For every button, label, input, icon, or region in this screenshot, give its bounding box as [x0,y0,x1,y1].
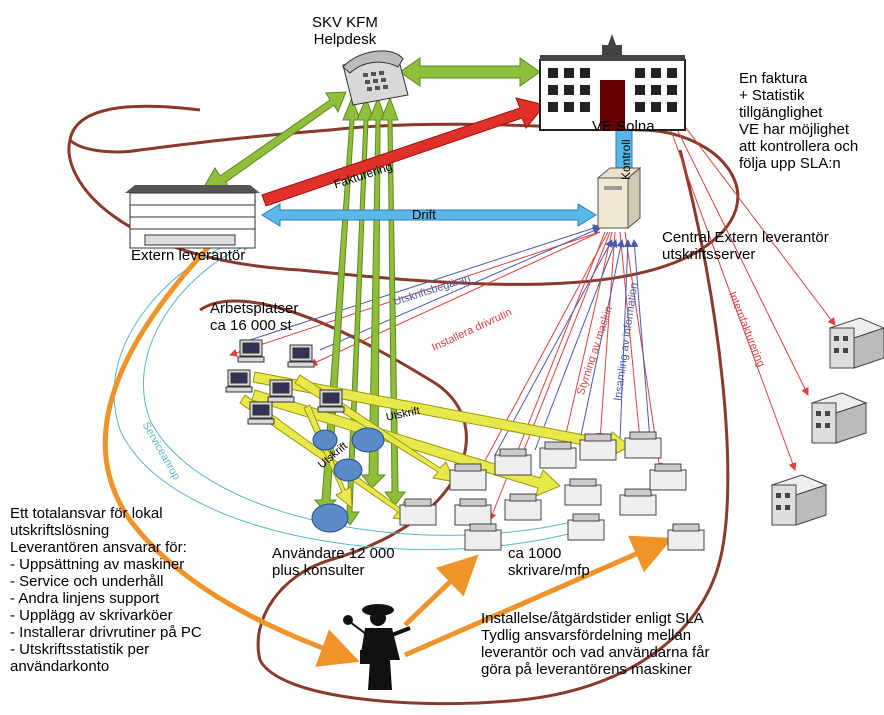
computer-icons [225,339,345,425]
skrivare-label: ca 1000 skrivare/mfp [508,545,590,579]
drift-arrow [261,203,597,227]
sla-note: Installelse/åtgärdstider enligt SLA Tydl… [481,610,710,678]
printer-icon [399,498,437,526]
user-cloud-icons [311,427,385,533]
computer-icon [225,369,253,393]
user-cloud-icon [311,503,349,533]
serviceanrop-lines [113,238,601,551]
printer-icon [579,433,617,461]
government-building-icon [539,34,686,131]
faktura-note: En faktura + Statistik tillgänglighet VE… [739,70,859,172]
server-label: Central Extern leverantör utskriftsserve… [662,229,829,263]
fakturering-arrow [261,97,546,207]
office-building-icon [125,185,260,249]
info-lines [249,224,651,456]
telephone-icon [342,50,409,106]
helpdesk-label: SKV KFM Helpdesk [312,14,378,48]
printer-icons [399,431,705,551]
printer-icon [449,463,487,491]
computer-icon [247,401,275,425]
printer-icon [494,448,532,476]
printer-icon [649,463,687,491]
printer-icon [464,523,502,551]
warehouse-icon-2 [810,392,868,444]
computer-icon [267,379,295,403]
computer-icon [237,339,265,363]
extern-label: Extern leverantör [131,247,246,264]
kontroll-label: Kontroll [619,139,633,180]
printer-icon [567,513,605,541]
boundary-curve-lower [199,149,730,706]
totalansvar-note: Ett totalansvar för lokal utskriftslösni… [10,505,202,675]
printer-icon [624,431,662,459]
user-cloud-icon [351,427,385,453]
technician-icon [343,604,411,690]
printer-icon [667,523,705,551]
anvandare-label: Användare 12 000 plus konsulter [272,545,395,579]
user-cloud-icon [312,429,338,451]
printer-icon [539,441,577,469]
warehouse-icon-1 [828,317,884,369]
printer-icon [504,493,542,521]
server-icon [596,166,642,230]
arbetsplatser-label: Arbetsplatser ca 16 000 st [210,300,299,334]
printer-icon [454,498,492,526]
printer-icon [564,478,602,506]
user-cloud-icon [333,458,363,482]
warehouse-icon-3 [770,474,828,526]
internfakturering-lines [669,119,836,471]
ve-solna-label: VE Solna [592,118,655,135]
orange-arrows [102,198,673,667]
drift-label: Drift [412,207,436,222]
printer-icon [619,488,657,516]
computer-icon [287,344,315,368]
computer-icon [317,389,345,413]
